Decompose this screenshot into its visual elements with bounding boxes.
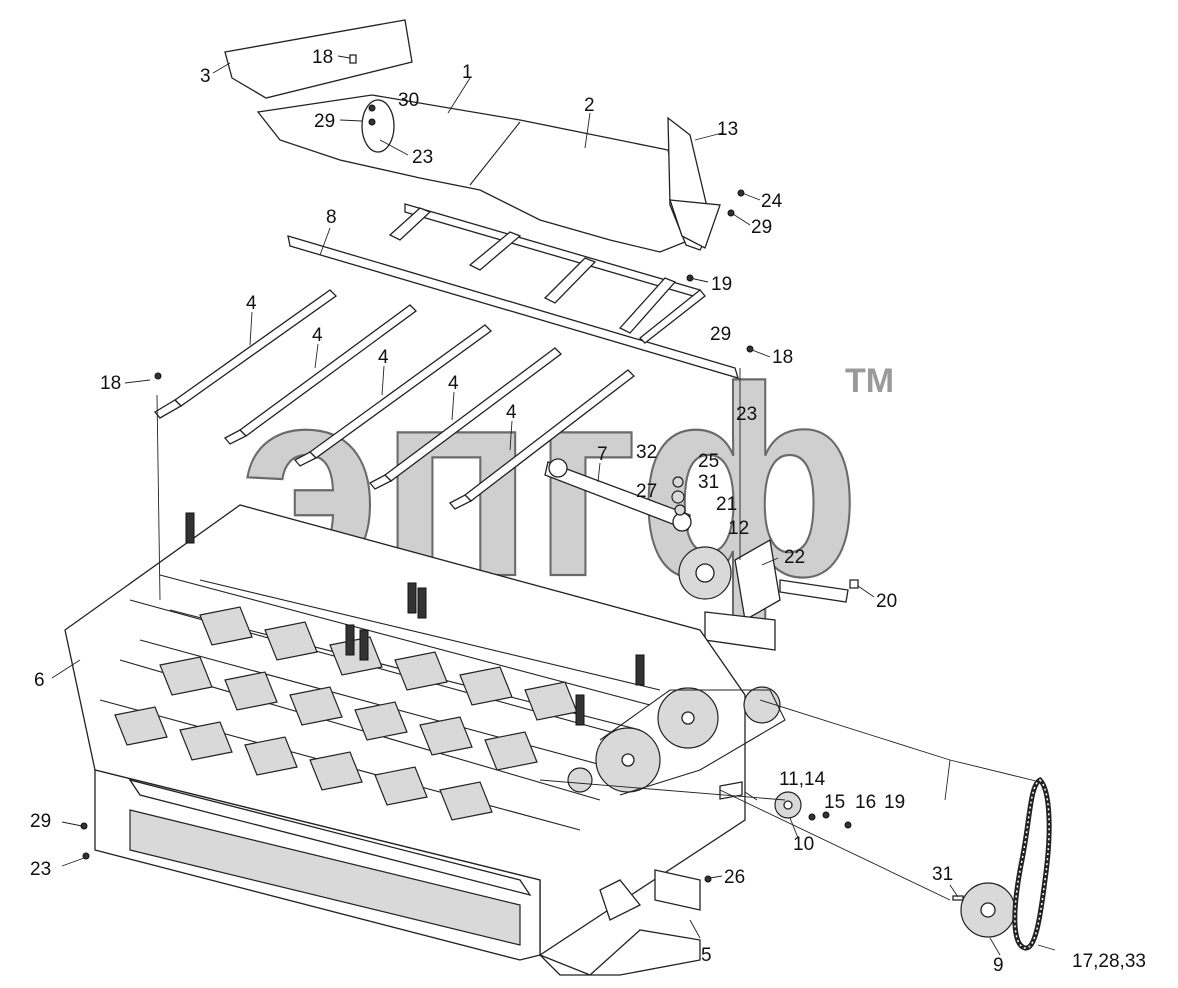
callout-4c: 4 — [378, 347, 389, 368]
callout-18-top: 18 — [312, 47, 333, 68]
callout-3: 3 — [200, 66, 211, 87]
callout-1: 1 — [462, 62, 473, 83]
sprocket-part-9 — [952, 882, 1016, 938]
callout-18-left: 18 — [100, 373, 121, 394]
callout-22: 22 — [784, 547, 805, 568]
callout-29-mid: 29 — [710, 324, 731, 345]
frame-part-8 — [287, 203, 739, 379]
callout-27: 27 — [636, 481, 657, 502]
callout-12: 12 — [728, 518, 749, 539]
callout-5: 5 — [701, 945, 712, 966]
shaft-parts-4 — [154, 289, 635, 510]
callout-4d: 4 — [448, 373, 459, 394]
callout-2: 2 — [584, 95, 595, 116]
callout-9: 9 — [993, 955, 1004, 976]
main-body-part-6 — [64, 504, 786, 976]
callout-29-right: 29 — [751, 217, 772, 238]
callout-23-top: 23 — [412, 147, 433, 168]
callout-20: 20 — [876, 591, 897, 612]
callout-11-14: 11,14 — [779, 769, 826, 790]
callout-29-left: 29 — [30, 811, 51, 832]
callout-16: 16 — [855, 792, 876, 813]
top-cover-assembly — [224, 19, 721, 253]
leader-lines — [51, 55, 1056, 956]
chain-part-17 — [1012, 776, 1052, 951]
callout-4a: 4 — [246, 293, 257, 314]
trademark-mark: TM — [845, 362, 894, 400]
callout-4b: 4 — [312, 325, 323, 346]
callout-17-28-33: 17,28,33 — [1072, 951, 1146, 972]
callout-15: 15 — [824, 792, 845, 813]
callout-8: 8 — [326, 207, 337, 228]
callout-31-mid: 31 — [698, 472, 719, 493]
callout-labels: 1 2 3 13 18 30 29 23 24 29 8 19 29 18 4 … — [30, 47, 1146, 976]
callout-10: 10 — [793, 834, 814, 855]
callout-23-mid: 23 — [736, 404, 757, 425]
callout-24: 24 — [761, 191, 783, 212]
callout-32: 32 — [636, 442, 657, 463]
callout-13: 13 — [717, 119, 738, 140]
callout-30: 30 — [398, 90, 419, 111]
callout-23-left: 23 — [30, 859, 51, 880]
callout-21: 21 — [716, 494, 737, 515]
callout-6: 6 — [34, 670, 45, 691]
callout-18-right: 18 — [772, 347, 793, 368]
callout-19-bottom: 19 — [884, 792, 905, 813]
callout-25: 25 — [698, 451, 719, 472]
lever-part-7 — [544, 458, 692, 532]
drive-bracket-assembly — [678, 538, 859, 651]
callout-19-top: 19 — [711, 274, 732, 295]
callout-7: 7 — [597, 444, 608, 465]
callout-4e: 4 — [506, 402, 517, 423]
sprocket-part-10 — [719, 781, 852, 829]
callout-31-bottom: 31 — [932, 864, 953, 885]
callout-29-top: 29 — [314, 111, 335, 132]
callout-26: 26 — [724, 867, 745, 888]
cam-units — [114, 606, 578, 821]
